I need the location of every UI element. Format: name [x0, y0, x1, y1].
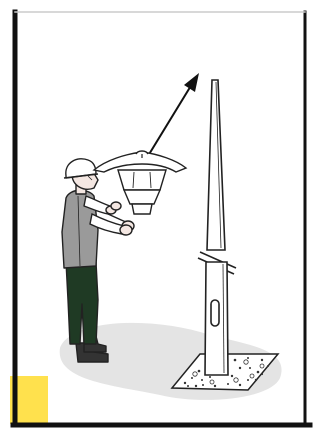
upward-arrow — [148, 73, 199, 156]
lamp-pole — [198, 80, 236, 375]
